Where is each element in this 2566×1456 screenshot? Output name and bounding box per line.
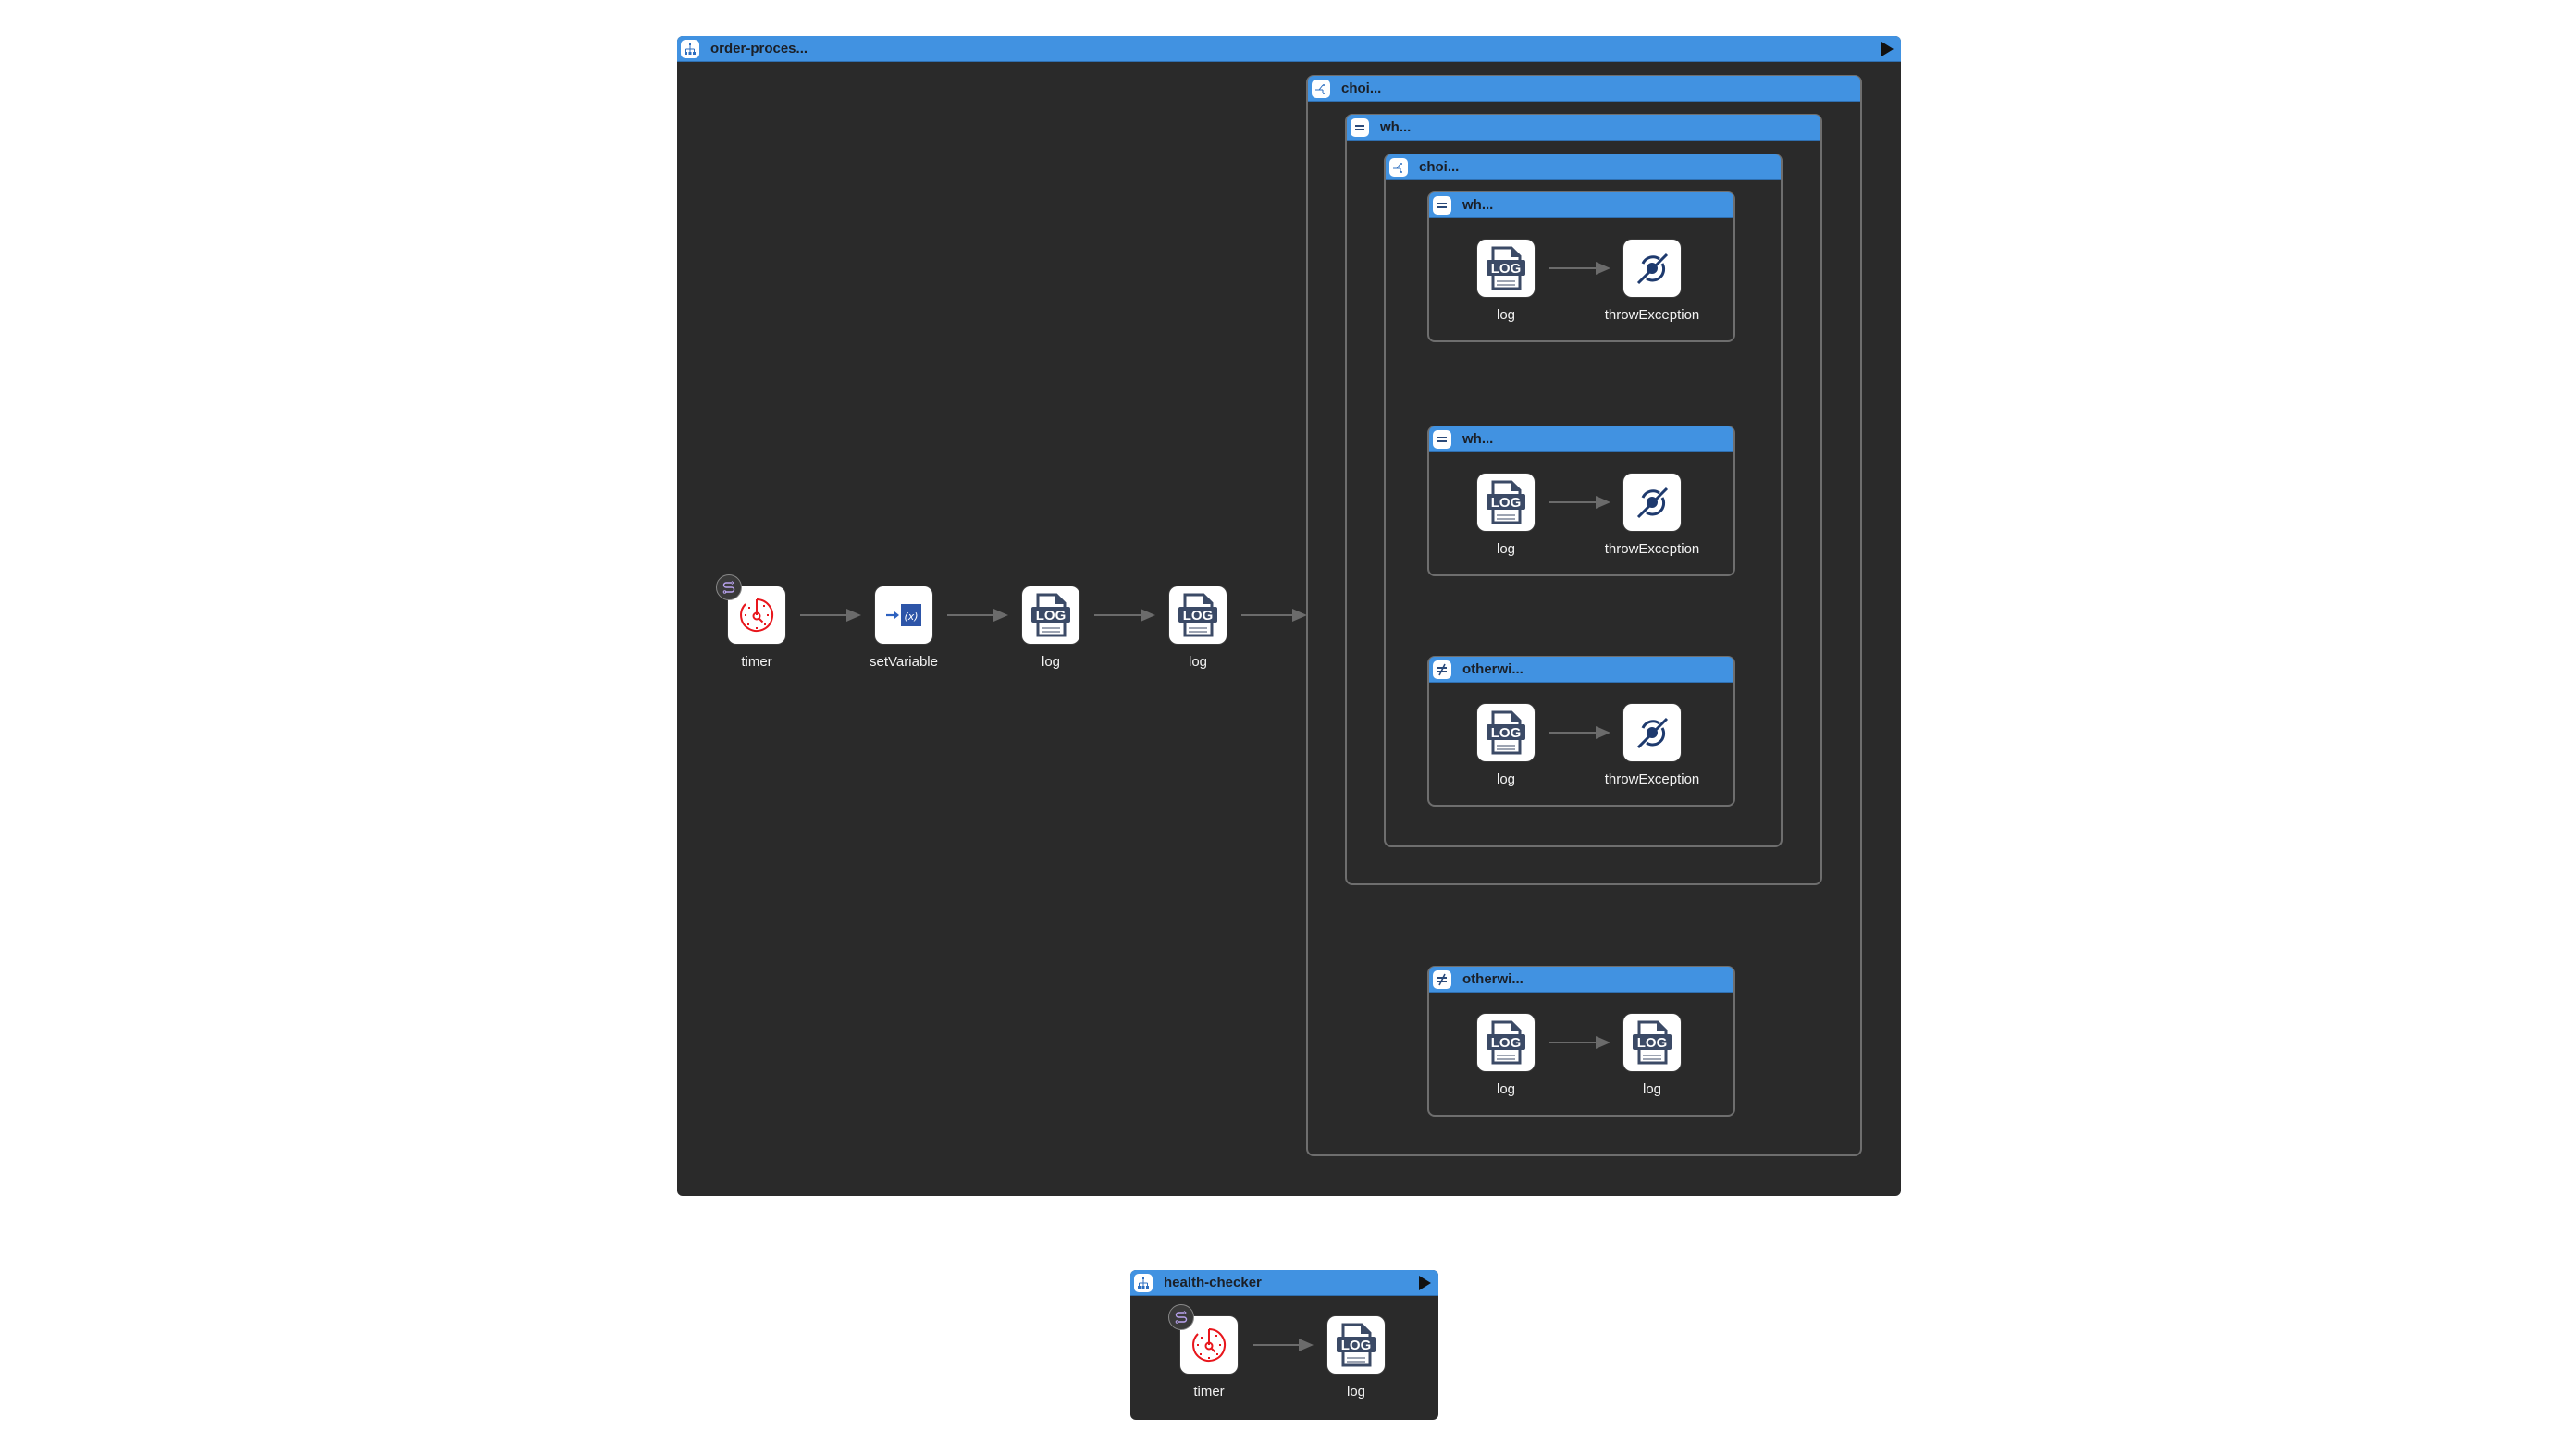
log-icon: LOG (1485, 480, 1527, 524)
play-icon[interactable] (1881, 42, 1894, 56)
step-label: log (1041, 654, 1061, 670)
log-icon: LOG (1335, 1323, 1377, 1367)
connector-arrow (1549, 495, 1610, 510)
route-health-checker-header[interactable]: health-checker (1130, 1270, 1438, 1296)
svg-text:LOG: LOG (1183, 608, 1214, 623)
throw-exception-icon (1632, 248, 1672, 289)
step-label: log (1346, 1384, 1366, 1400)
otherwise-container-header[interactable]: otherwi... (1429, 967, 1733, 993)
route-badge-icon (1175, 1311, 1188, 1324)
when-container-header[interactable]: wh... (1429, 192, 1733, 218)
route-order-processing-title: order-proces... (710, 41, 808, 56)
svg-text:LOG: LOG (1491, 495, 1522, 511)
connector-arrow (800, 608, 861, 623)
step-log[interactable]: LOG (1477, 474, 1535, 531)
step-label: setVariable (870, 654, 938, 670)
route-badge (1168, 1304, 1194, 1330)
log-icon: LOG (1485, 246, 1527, 290)
choice-container-header[interactable]: choi... (1386, 154, 1781, 180)
step-log[interactable]: LOG (1477, 240, 1535, 297)
otherwise-container-title: otherwi... (1462, 661, 1524, 677)
route-badge-icon (722, 581, 735, 594)
svg-text:LOG: LOG (1491, 725, 1522, 741)
connector-arrow (947, 608, 1008, 623)
route-badge (716, 574, 742, 600)
route-health-checker-title: health-checker (1164, 1275, 1262, 1290)
step-throwException[interactable] (1623, 474, 1681, 531)
step-label: log (1188, 654, 1208, 670)
step-log[interactable]: LOG (1623, 1014, 1681, 1071)
log-icon: LOG (1631, 1020, 1673, 1065)
otherwise-icon (1433, 969, 1451, 989)
log-icon: LOG (1030, 593, 1072, 637)
connector-arrow (1549, 261, 1610, 276)
step-log[interactable]: LOG (1477, 704, 1535, 761)
step-log[interactable]: LOG (1327, 1316, 1385, 1374)
route-icon (1134, 1273, 1153, 1292)
timer-icon (737, 596, 776, 635)
step-label: timer (1193, 1384, 1225, 1400)
step-log[interactable]: LOG (1169, 586, 1227, 644)
step-log[interactable]: LOG (1022, 586, 1079, 644)
svg-text:LOG: LOG (1491, 1035, 1522, 1051)
step-label: log (1496, 541, 1516, 557)
timer-icon (1190, 1326, 1228, 1364)
step-label: throwException (1604, 541, 1700, 557)
step-log[interactable]: LOG (1477, 1014, 1535, 1071)
step-label: log (1642, 1081, 1662, 1097)
when-container-title: wh... (1380, 119, 1412, 135)
when-container-title: wh... (1462, 197, 1494, 213)
step-throwException[interactable] (1623, 704, 1681, 761)
choice-container-title: choi... (1419, 159, 1460, 175)
choice-icon (1312, 79, 1330, 98)
when-container-header[interactable]: wh... (1429, 426, 1733, 452)
route-icon (681, 39, 699, 58)
svg-text:LOG: LOG (1036, 608, 1067, 623)
when-container-header[interactable]: wh... (1347, 115, 1820, 141)
step-throwException[interactable] (1623, 240, 1681, 297)
step-label: log (1496, 771, 1516, 787)
svg-text:LOG: LOG (1341, 1338, 1372, 1353)
connector-arrow (1241, 608, 1307, 623)
step-label: throwException (1604, 307, 1700, 323)
choice-container-title: choi... (1341, 80, 1382, 96)
log-icon: LOG (1485, 710, 1527, 755)
when-icon (1433, 429, 1451, 449)
set-variable-icon: (x) (883, 601, 924, 629)
log-icon: LOG (1485, 1020, 1527, 1065)
connector-arrow (1253, 1338, 1314, 1352)
step-label: log (1496, 307, 1516, 323)
otherwise-container-header[interactable]: otherwi... (1429, 657, 1733, 683)
when-container: wh... (1427, 426, 1735, 576)
svg-text:(x): (x) (904, 611, 918, 623)
connector-arrow (1094, 608, 1155, 623)
step-label: timer (741, 654, 772, 670)
when-icon (1433, 195, 1451, 215)
connector-arrow (1549, 725, 1610, 740)
connector-arrow (1549, 1035, 1610, 1050)
otherwise-icon (1433, 660, 1451, 679)
step-label: log (1496, 1081, 1516, 1097)
when-icon (1351, 117, 1369, 137)
log-icon: LOG (1177, 593, 1219, 637)
throw-exception-icon (1632, 482, 1672, 523)
step-setVariable[interactable]: (x) (875, 586, 932, 644)
play-icon[interactable] (1419, 1276, 1431, 1290)
when-container-title: wh... (1462, 431, 1494, 447)
svg-text:LOG: LOG (1491, 261, 1522, 277)
step-label: throwException (1604, 771, 1700, 787)
svg-text:LOG: LOG (1637, 1035, 1668, 1051)
otherwise-container-title: otherwi... (1462, 971, 1524, 987)
route-order-processing-header[interactable]: order-proces... (677, 36, 1901, 62)
throw-exception-icon (1632, 712, 1672, 753)
choice-icon (1389, 157, 1408, 177)
choice-container-header[interactable]: choi... (1308, 76, 1860, 102)
